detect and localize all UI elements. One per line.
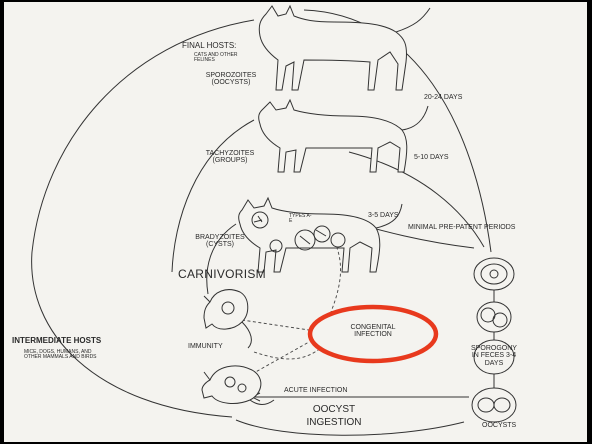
dashed-line-lower	[254, 347, 322, 359]
congenital-infection-label: CONGENITAL INFECTION	[336, 324, 410, 339]
oocysts-label: OOCYSTS	[482, 422, 516, 429]
sporozoites-label: SPOROZOITES (OOCYSTS)	[196, 72, 266, 87]
oocyst-circle-1	[474, 258, 514, 290]
diagram-page: FINAL HOSTS: CATS AND OTHER FELINES SPOR…	[4, 2, 587, 442]
intermediate-hosts-title: INTERMEDIATE HOSTS	[12, 337, 101, 345]
dashed-line-mouse	[242, 320, 309, 330]
tachyzoites-label: TACHYZOITES (GROUPS)	[200, 150, 260, 165]
carnivorism-label: CARNIVORISM	[178, 268, 266, 281]
final-hosts-subtitle: CATS AND OTHER FELINES	[194, 53, 250, 64]
sporogony-label: SPOROGONY IN FECES 3-4 DAYS	[467, 345, 521, 367]
cat-bottom-drawing	[239, 198, 380, 272]
dashed-line-rat	[252, 342, 309, 374]
minimal-prepatent-label: MINIMAL PRE-PATENT PERIODS	[408, 224, 515, 231]
acute-infection-label: ACUTE INFECTION	[284, 387, 347, 394]
cat-top-drawing	[259, 6, 406, 90]
rat-drawing	[202, 366, 261, 404]
types-label: TYPES A-E	[289, 214, 313, 225]
mouse-drawing	[204, 290, 248, 329]
intermediate-hosts-subtitle: MICE, DOGS, HUMANS, AND OTHER MAMMALS AN…	[24, 350, 104, 361]
cat-middle-drawing	[259, 100, 407, 172]
bradyzoites-label: BRADYZOITES (CYSTS)	[192, 234, 248, 249]
period-3-5-days: 3-5 DAYS	[368, 212, 399, 219]
immunity-label: IMMUNITY	[188, 343, 223, 350]
final-hosts-title: FINAL HOSTS:	[182, 42, 236, 50]
period-5-10-days: 5-10 DAYS	[414, 154, 449, 161]
oocyst-ingestion-label: OOCYST INGESTION	[294, 404, 374, 429]
period-20-24-days: 20-24 DAYS	[424, 94, 462, 101]
